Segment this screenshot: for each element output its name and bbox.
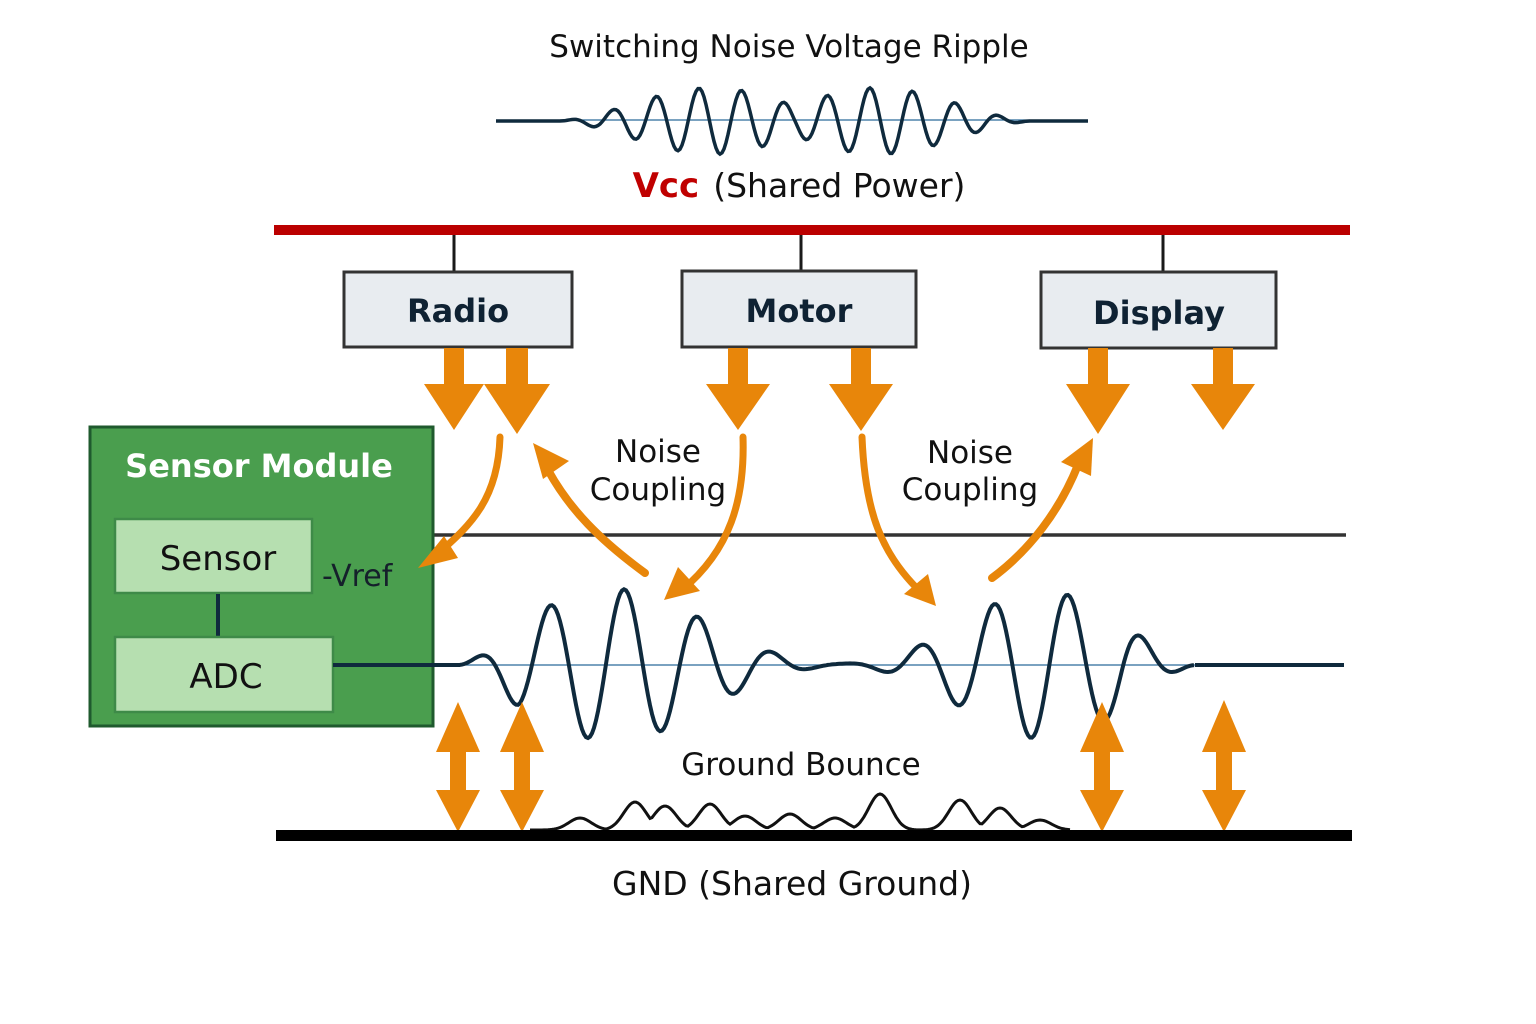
display-down-arrow-1	[1066, 348, 1130, 434]
vcc-label-group: Vcc (Shared Power)	[633, 166, 966, 206]
noisy-signal-waveform	[457, 586, 1195, 741]
display-down-arrow-2	[1191, 348, 1255, 430]
bidirectional-arrow-4	[1202, 700, 1246, 832]
sensor-module-title: Sensor Module	[125, 447, 393, 485]
motor-label: Motor	[746, 292, 853, 330]
display-block: Display	[1039, 270, 1278, 350]
bidirectional-arrow-1	[436, 702, 480, 832]
noise-coupling-label-1-line2: Coupling	[590, 472, 727, 508]
coupling-arrow-motor-down	[678, 433, 747, 594]
arrowhead-vref	[418, 536, 458, 568]
radio-down-arrow-2	[484, 348, 550, 434]
adc-box	[113, 635, 335, 714]
down-arrows	[424, 348, 1255, 434]
vcc-label: Vcc	[633, 166, 700, 206]
coupling-arrow-up-radio	[544, 466, 649, 577]
coupling-arrows	[436, 433, 1082, 600]
radio-block: Radio	[342, 270, 574, 349]
noise-coupling-label-1-line1: Noise	[615, 434, 701, 470]
sensor-box	[113, 517, 314, 595]
noise-coupling-label-2-line1: Noise	[927, 435, 1013, 471]
coupling-arrow-to-vref	[436, 433, 504, 556]
gnd-label: GND (Shared Ground)	[612, 864, 972, 903]
vcc-rail	[274, 225, 1350, 235]
sensor-module: Sensor Module Sensor ADC -Vref	[88, 425, 435, 728]
display-label: Display	[1093, 294, 1225, 332]
adc-label: ADC	[189, 657, 262, 697]
coupling-arrowheads	[418, 438, 1093, 606]
ground-bounce-label: Ground Bounce	[681, 747, 921, 783]
ground-bounce-arrows	[436, 700, 1246, 832]
diagram-title: Switching Noise Voltage Ripple	[549, 29, 1028, 65]
ground-bounce-waveform	[530, 792, 1071, 832]
motor-block: Motor	[680, 269, 918, 349]
noise-coupling-label-2-line2: Coupling	[902, 472, 1039, 508]
motor-down-arrow-2	[829, 348, 893, 431]
vref-label: -Vref	[322, 559, 394, 594]
arrowhead-display-up	[1061, 438, 1093, 476]
ripple-waveform	[496, 85, 1088, 157]
radio-down-arrow-1	[424, 348, 484, 430]
vcc-description: (Shared Power)	[713, 166, 965, 205]
motor-down-arrow-1	[706, 348, 770, 430]
bidirectional-arrow-2	[500, 702, 544, 832]
coupling-arrow-motor-down-2	[858, 433, 929, 600]
gnd-rail	[276, 830, 1352, 841]
bidirectional-arrow-3	[1080, 702, 1124, 832]
radio-label: Radio	[407, 292, 509, 330]
arrowhead-motor-down	[664, 567, 700, 600]
arrowhead-motor-down-2	[904, 574, 936, 606]
sensor-label: Sensor	[160, 539, 277, 579]
arrowhead-radio-up	[533, 443, 569, 479]
coupling-arrow-up-display	[988, 461, 1082, 582]
